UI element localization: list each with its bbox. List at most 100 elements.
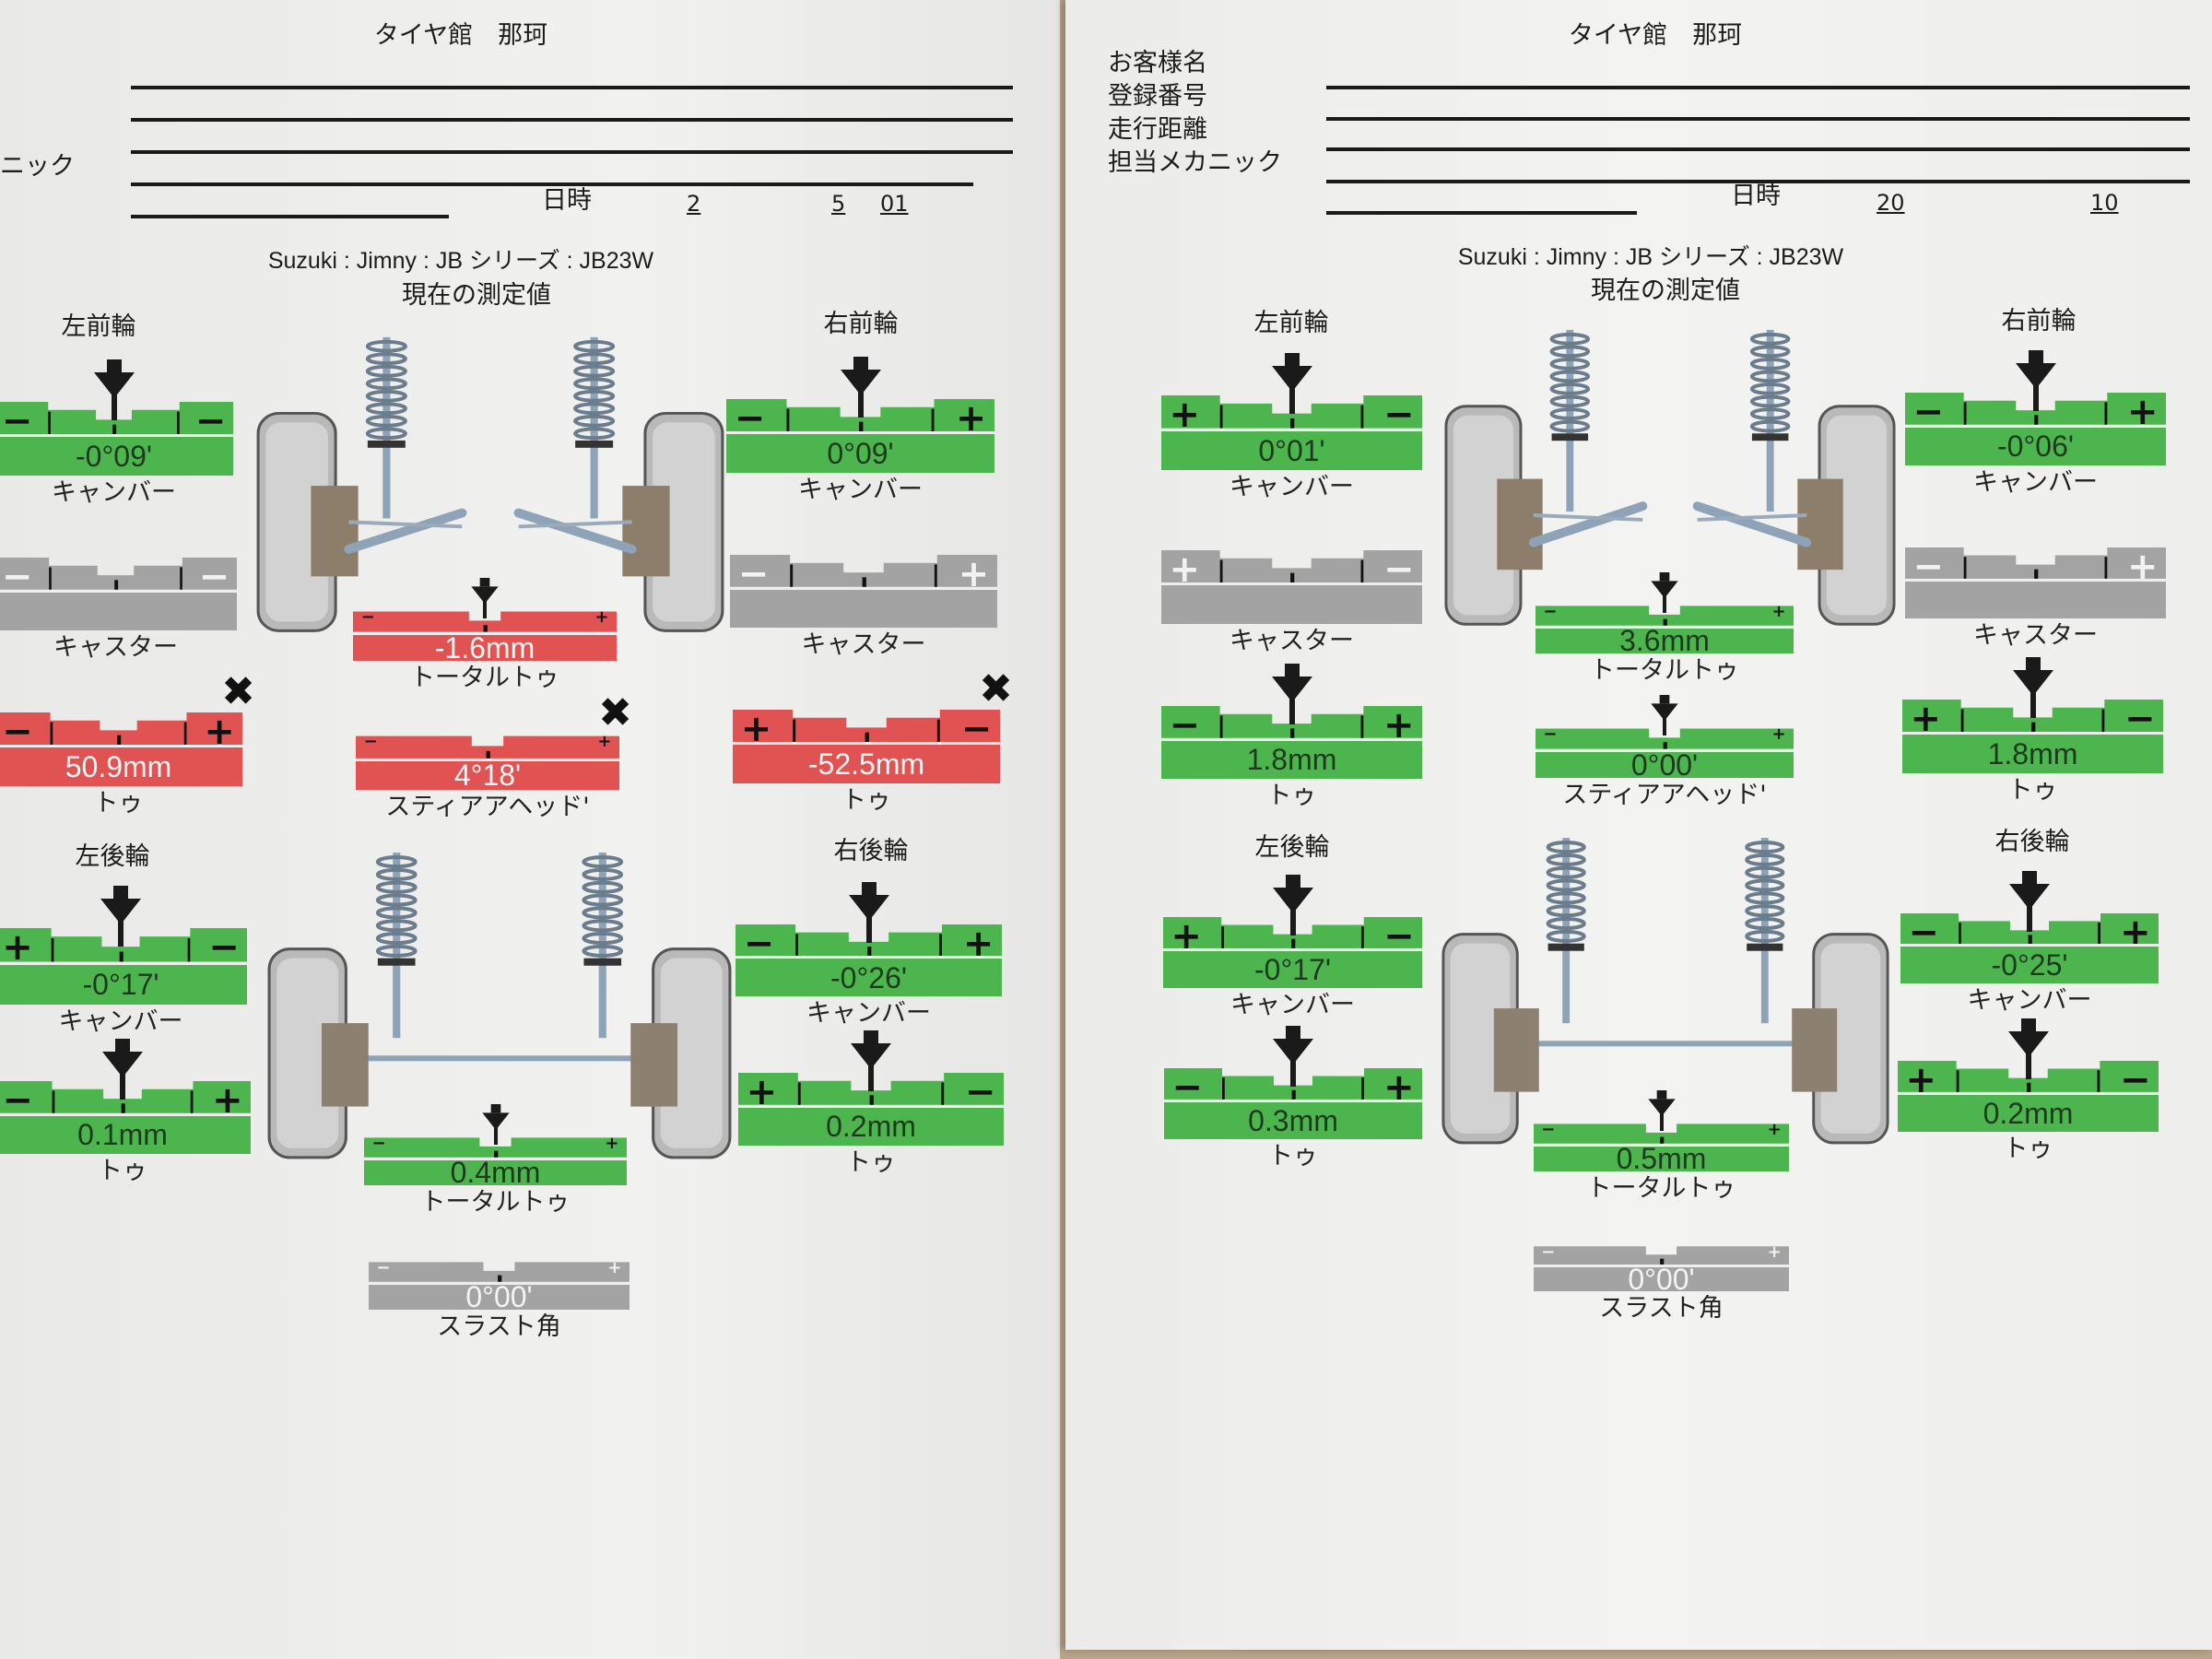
gauge-label: トゥ [1266,782,1317,810]
arrow-down-icon [840,357,881,418]
arrow-down-icon [2015,350,2056,411]
gauge-divider [726,431,994,435]
front-right-toe-gauge: + − -52.5mm トゥ✖ [733,669,1013,815]
gauge-divider [369,1281,629,1285]
minus-sign-icon: − [1,399,33,442]
gauge-scale [356,735,619,759]
field-line [131,215,449,218]
front-left-toe-gauge: − + 50.9mm トゥ✖ [0,672,255,818]
gauge-value: 4°18' [356,759,619,792]
gauge-label: キャスター [1230,627,1354,655]
gauge-label: トゥ [1268,1142,1318,1171]
rear-right-toe-gauge: + − 0.2mm トゥ [1898,1018,2159,1163]
gauge-label: トゥ [98,1157,147,1185]
tire-icon [1818,405,1896,626]
coil-spring-icon [1549,329,1591,512]
gauge-value: 0.4mm [364,1157,627,1189]
minus-sign-icon: − [360,607,375,627]
date-year: 2 [687,191,701,217]
gauge-scale [1905,393,2166,425]
gauge-scale [1900,913,2159,945]
gauge-label: キャスター [53,633,178,662]
gauge-scale [735,924,1002,957]
gauge-scale [0,1081,251,1113]
rear-suspension-illustration [1440,832,1891,1157]
gauge-label: キャンバー [1973,468,2098,497]
gauge-label: スラスト角 [437,1312,561,1341]
gauge-divider [1535,625,1794,629]
gauge-divider [730,586,997,590]
plus-sign-icon: + [1169,547,1200,591]
date-day: 01 [880,191,909,217]
field-label-registration-number: 登録番号 [1108,82,1207,111]
minus-sign-icon: − [2124,697,2156,740]
minus-sign-icon: − [743,922,775,965]
gauge-scale [0,928,247,962]
gauge-divider [364,1157,627,1160]
gauge-scale [733,710,1000,743]
minus-sign-icon: − [1383,393,1415,436]
rear-total-toe-gauge: − + 0.4mm トータルトゥ [364,1104,627,1217]
plus-sign-icon: + [2127,390,2159,433]
front-left-title: 左前輪 [1253,309,1329,337]
gauge-divider [0,434,233,438]
front-left-camber-gauge: + − 0°01' キャンバー [1161,353,1422,501]
registration-line [1326,117,2190,121]
field-line [131,86,1013,89]
plus-sign-icon: + [1767,1120,1782,1139]
gauge-divider [1900,944,2159,947]
gauge-value: 0°00' [1535,749,1794,781]
gauge-value: -1.6mm [353,632,617,664]
gauge-value: -0°17' [0,964,247,1005]
gauge-label: トゥ [841,786,891,815]
date-month: 10 [2090,190,2119,216]
arrow-down-icon [481,1104,510,1145]
gauge-value: 0.5mm [1534,1143,1789,1175]
front-left-title: 左前輪 [61,312,136,341]
gauge-value: -0°17' [1163,950,1422,988]
gauge-value: -0°26' [735,959,1002,996]
rear-left-title: 左後輪 [75,842,150,871]
arrow-down-icon [1273,1026,1313,1087]
field-label-customer-name: お客様名 [1108,49,1207,77]
gauge-scale [726,399,994,432]
thrust-angle-gauge: − + 0°00' スラスト角 [1534,1242,1789,1323]
gauge-label: キャンバー [798,476,923,504]
gauge-label: キャンバー [52,478,176,507]
gauge-divider [356,758,619,761]
gauge-label: トータルトゥ [420,1188,571,1217]
arrow-down-icon [1647,1090,1676,1131]
plus-sign-icon: + [2,925,33,969]
front-total-toe-gauge: − + 3.6mm トータルトゥ [1535,572,1794,685]
plus-sign-icon: + [1771,602,1786,621]
gauge-divider [1161,428,1422,431]
gauge-divider [1161,737,1422,741]
gauge-scale [1161,550,1422,583]
gauge-scale [1534,1124,1789,1144]
gauge-divider [1905,578,2166,582]
rear-right-camber-gauge: − + -0°26' キャンバー [735,882,1002,1028]
minus-sign-icon: − [1541,1242,1556,1262]
gauge-scale [353,611,617,632]
gauge-scale [364,1137,627,1158]
alignment-report-sheet-left: タイヤ館 那珂 ニック 日時 2 5 01 Suzuki : Jimny : J… [0,0,1060,1659]
rear-suspension-illustration [265,847,734,1171]
plus-sign-icon: + [1169,393,1200,436]
gauge-value: 0°09' [726,434,994,473]
minus-sign-icon: − [1912,390,1944,433]
arrow-down-icon [848,882,889,943]
arrow-down-icon [2012,657,2053,718]
gauge-value: -0°25' [1900,947,2159,983]
field-label-mechanic: ニック [0,152,75,181]
mileage-line [1326,147,2190,151]
minus-sign-icon: − [194,399,227,442]
plus-sign-icon: + [212,1078,243,1122]
date-label: 日時 [542,186,592,215]
coil-spring-icon [375,853,418,1039]
gauge-scale [1902,700,2163,733]
minus-sign-icon: − [376,1258,391,1277]
gauge-value [730,589,997,628]
gauge-label: スラスト角 [1599,1294,1724,1323]
minus-sign-icon: − [198,555,230,598]
front-left-caster-gauge: − − キャスター [0,555,237,662]
